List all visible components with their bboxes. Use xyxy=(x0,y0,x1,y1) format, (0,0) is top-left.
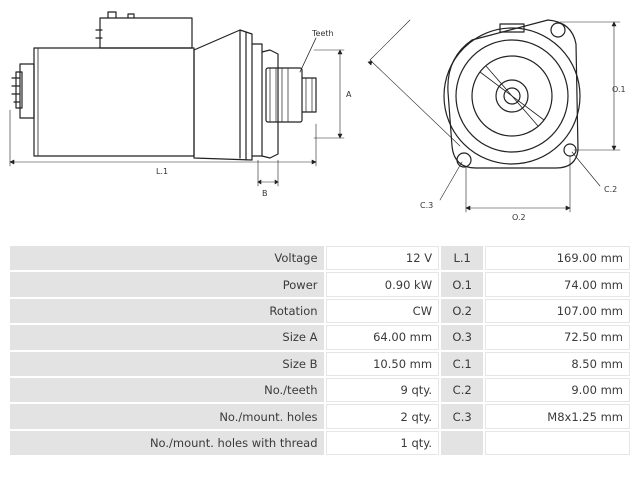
table-row: No./mount. holes 2 qty. C.3 M8x1.25 mm xyxy=(10,404,630,429)
table-row: No./mount. holes with thread 1 qty. xyxy=(10,430,630,456)
dimension-value: 169.00 mm xyxy=(485,246,630,271)
dimension-code: C.2 xyxy=(441,377,484,403)
spec-label: Rotation xyxy=(10,298,324,324)
dimension-c3-label: C.3 xyxy=(420,201,433,210)
table-row: No./teeth 9 qty. C.2 9.00 mm xyxy=(10,377,630,403)
dimension-value: M8x1.25 mm xyxy=(485,404,630,429)
table-row: Size B 10.50 mm C.1 8.50 mm xyxy=(10,351,630,376)
front-view-dimensions xyxy=(367,19,621,213)
dimension-code: C.1 xyxy=(441,351,484,376)
spec-label: Size B xyxy=(10,351,324,376)
table-row: Power 0.90 kW O.1 74.00 mm xyxy=(10,272,630,297)
dimension-c2-label: C.2 xyxy=(604,185,617,194)
dimension-value: 72.50 mm xyxy=(485,325,630,350)
spec-label: No./mount. holes xyxy=(10,404,324,429)
dimension-code xyxy=(441,430,484,456)
dimension-o1-label: O.1 xyxy=(612,85,626,94)
starter-motor-diagram: Teeth A B L.1 O.1 O.2 C.2 C.3 xyxy=(0,0,640,228)
dimension-b-label: B xyxy=(262,189,268,198)
dimension-value xyxy=(485,430,630,456)
spec-label: No./teeth xyxy=(10,377,324,403)
spec-label: Voltage xyxy=(10,246,324,271)
teeth-label: Teeth xyxy=(311,29,334,38)
dimension-code: O.1 xyxy=(441,272,484,297)
spec-value: 10.50 mm xyxy=(325,351,440,376)
spec-label: No./mount. holes with thread xyxy=(10,430,324,456)
dimension-value: 107.00 mm xyxy=(485,298,630,324)
spec-value: 9 qty. xyxy=(325,377,440,403)
dimension-o2-label: O.2 xyxy=(512,213,526,222)
dimension-code: O.2 xyxy=(441,298,484,324)
spec-label: Size A xyxy=(10,325,324,350)
dimension-code: C.3 xyxy=(441,404,484,429)
dimension-code: O.3 xyxy=(441,325,484,350)
dimension-value: 8.50 mm xyxy=(485,351,630,376)
front-view xyxy=(443,19,581,169)
side-view xyxy=(11,11,317,161)
dimension-value: 74.00 mm xyxy=(485,272,630,297)
table-row: Rotation CW O.2 107.00 mm xyxy=(10,298,630,324)
dimension-l1-label: L.1 xyxy=(156,167,168,176)
side-view-dimensions xyxy=(9,49,345,187)
spec-value: 2 qty. xyxy=(325,404,440,429)
spec-value: 12 V xyxy=(325,246,440,271)
spec-value: 64.00 mm xyxy=(325,325,440,350)
diagram-canvas: Teeth A B L.1 O.1 O.2 C.2 C.3 xyxy=(9,11,626,222)
table-row: Size A 64.00 mm O.3 72.50 mm xyxy=(10,325,630,350)
spec-value: 1 qty. xyxy=(325,430,440,456)
dimension-code: L.1 xyxy=(441,246,484,271)
specifications-table: Voltage 12 V L.1 169.00 mm Power 0.90 kW… xyxy=(8,244,632,457)
spec-value: CW xyxy=(325,298,440,324)
dimension-a-label: A xyxy=(346,90,352,99)
dimension-value: 9.00 mm xyxy=(485,377,630,403)
table-row: Voltage 12 V L.1 169.00 mm xyxy=(10,246,630,271)
spec-value: 0.90 kW xyxy=(325,272,440,297)
spec-label: Power xyxy=(10,272,324,297)
